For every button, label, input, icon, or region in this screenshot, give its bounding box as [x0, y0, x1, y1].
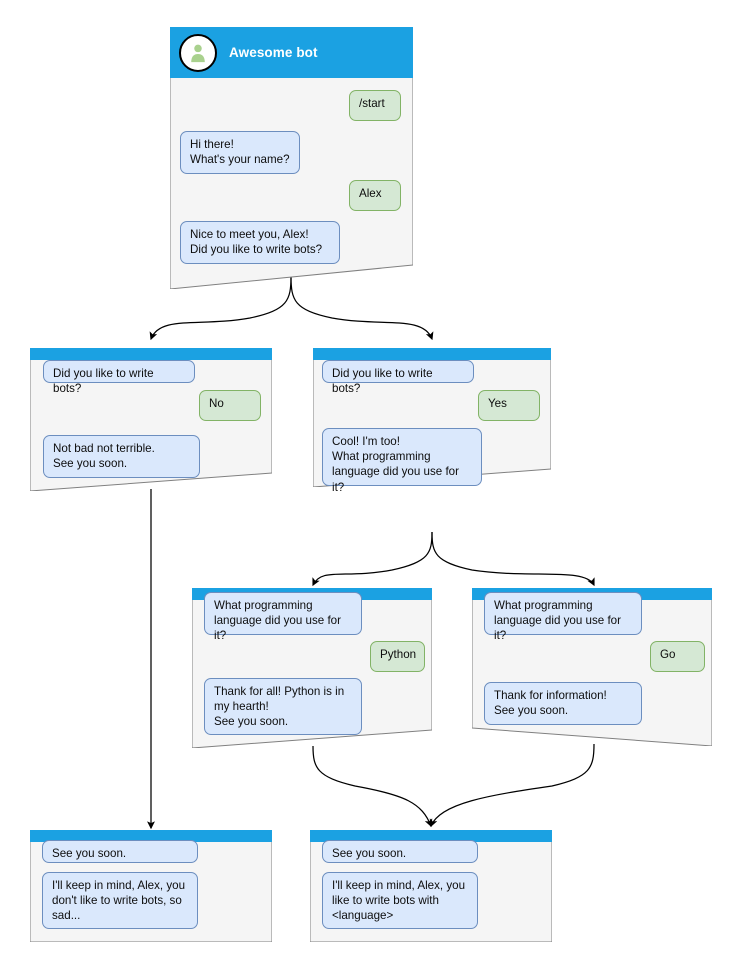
- edge-yes-to-go: [431, 531, 595, 587]
- message-bubble-user-go-2: Go: [650, 641, 705, 672]
- card-start-header: Awesome bot: [170, 27, 413, 78]
- message-bubble-bot-endsad-2: I'll keep in mind, Alex, you don't like …: [42, 872, 198, 929]
- message-bubble-bot-python-1: What programming language did you use fo…: [204, 592, 362, 642]
- card-start-title: Awesome bot: [229, 45, 318, 60]
- card-start-content: Awesome bot: [170, 27, 413, 289]
- message-bubble-bot-no-3: Not bad not terrible. See you soon.: [43, 435, 200, 478]
- message-bubble-bot-go-3: Thank for information! See you soon.: [484, 682, 642, 725]
- edge-go-to-end: [429, 743, 595, 828]
- message-bubble-user-python-2: Python: [370, 641, 425, 672]
- message-bubble-bot-go-1: What programming language did you use fo…: [484, 592, 642, 642]
- message-bubble-bot-start-2: Hi there! What's your name?: [180, 131, 300, 174]
- edge-yes-to-python: [312, 531, 433, 587]
- message-bubble-bot-endhappy-2: I'll keep in mind, Alex, you like to wri…: [322, 872, 478, 929]
- message-bubble-bot-endsad-1: See you soon.: [42, 840, 198, 863]
- message-bubble-bot-start-4: Nice to meet you, Alex! Did you like to …: [180, 221, 340, 264]
- message-bubble-bot-endhappy-1: See you soon.: [322, 840, 478, 863]
- message-bubble-user-no-2: No: [199, 390, 261, 421]
- message-bubble-user-start-3: Alex: [349, 180, 401, 211]
- message-bubble-bot-yes-1: Did you like to write bots?: [322, 360, 474, 395]
- message-bubble-bot-python-3: Thank for all! Python is in my hearth! S…: [204, 678, 362, 735]
- message-bubble-bot-yes-3: Cool! I'm too! What programming language…: [322, 428, 482, 494]
- edge-python-to-end: [312, 745, 433, 828]
- message-bubble-user-start-1: /start: [349, 90, 401, 121]
- message-bubble-bot-no-1: Did you like to write bots?: [43, 360, 195, 395]
- message-bubble-user-yes-2: Yes: [478, 390, 540, 421]
- person-icon: [179, 33, 217, 72]
